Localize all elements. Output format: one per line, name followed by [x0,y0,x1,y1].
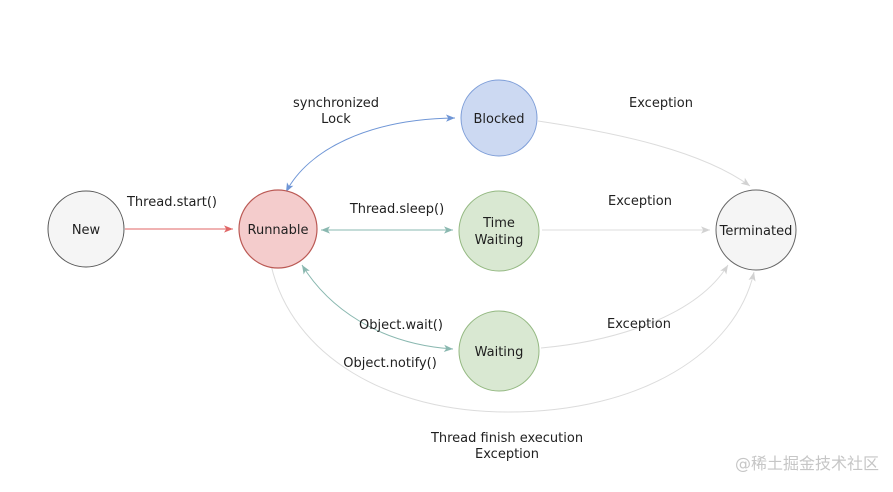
node-terminated-shape [715,189,797,271]
node-new: New [47,190,125,268]
label-exception-blocked: Exception [629,96,693,111]
node-waiting: Waiting [458,310,540,392]
node-waiting-label: Waiting [475,345,524,360]
node-runnable-label: Runnable [248,223,309,238]
node-blocked-shape [460,79,538,157]
label-exception-timewaiting: Exception [608,194,672,209]
node-blocked-label: Blocked [474,112,525,127]
node-time-waiting: Time Waiting [458,190,540,272]
edge-object-wait-notify [301,264,454,352]
edge-thread-finish [270,264,756,413]
node-new-shape [47,190,125,268]
node-time-waiting-label-line1: Time [482,216,515,231]
label-object-notify: Object.notify() [343,356,437,371]
node-waiting-shape [458,310,540,392]
node-terminated-label: Terminated [719,224,793,239]
label-thread-finish: Thread finish execution [430,431,583,446]
label-thread-start: Thread.start() [126,195,217,210]
node-blocked: Blocked [460,79,538,157]
edge-blocked-exception [537,120,751,187]
node-runnable-shape [238,189,318,269]
node-new-label: New [72,223,101,238]
label-thread-sleep: Thread.sleep() [349,202,444,217]
node-time-waiting-label-line2: Waiting [475,233,524,248]
edge-synchronized-lock [285,114,456,193]
watermark: @稀土掘金技术社区 [735,454,879,473]
node-terminated: Terminated [715,189,797,271]
label-exception-waiting: Exception [607,317,671,332]
label-thread-finish-exception: Exception [475,447,539,462]
label-synchronized: synchronized [293,96,379,111]
label-object-wait: Object.wait() [359,318,443,333]
node-runnable: Runnable [238,189,318,269]
label-lock: Lock [321,112,351,127]
node-time-waiting-shape [458,190,540,272]
edge-waiting-exception [540,264,729,349]
